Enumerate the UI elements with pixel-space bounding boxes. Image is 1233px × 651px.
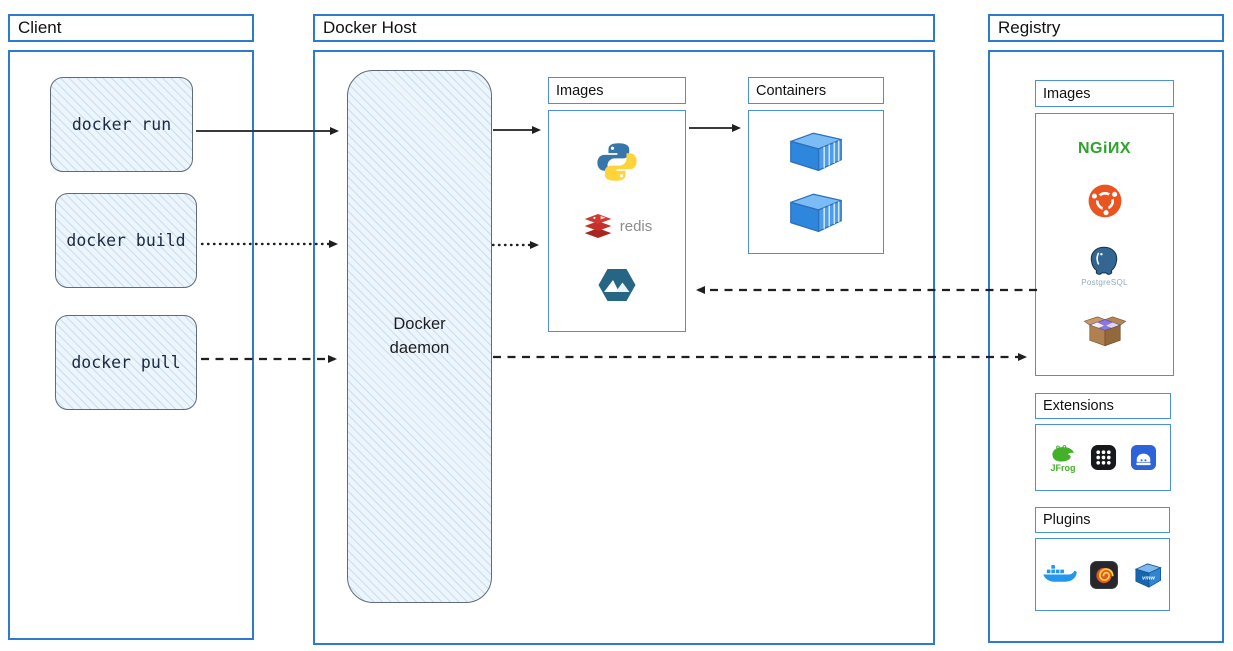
server-extension-icon xyxy=(1130,444,1157,471)
postgresql-logo-block: PostgreSQL xyxy=(1081,245,1128,287)
containers-panel xyxy=(748,110,884,254)
client-title: Client xyxy=(8,14,254,42)
extensions-title: Extensions xyxy=(1035,393,1171,419)
plugins-title: Plugins xyxy=(1035,507,1170,533)
docker-daemon-label: Docker daemon xyxy=(389,315,450,357)
host-images-title: Images xyxy=(548,77,686,104)
command-box-docker-build: docker build xyxy=(55,193,197,288)
command-box-docker-run: docker run xyxy=(50,77,193,172)
registry-title-label: Registry xyxy=(998,18,1061,37)
jfrog-label: JFrog xyxy=(1050,462,1076,473)
docker-whale-icon xyxy=(1043,564,1077,582)
package-box-icon xyxy=(1083,316,1126,347)
host-images-title-label: Images xyxy=(556,82,604,99)
vmware-label: vmw xyxy=(1142,575,1155,581)
docker-run-label: docker run xyxy=(71,115,172,134)
registry-title: Registry xyxy=(988,14,1224,42)
postgresql-icon xyxy=(1091,246,1118,275)
container-icon xyxy=(790,193,842,233)
registry-images-title: Images xyxy=(1035,80,1174,107)
postgresql-label: PostgreSQL xyxy=(1081,277,1128,287)
redis-logo-row: redis xyxy=(582,213,653,240)
docker-pull-label: docker pull xyxy=(71,353,181,372)
registry-images-panel: NGiИX PostgreSQL xyxy=(1035,113,1174,376)
docker-host-title-label: Docker Host xyxy=(323,18,417,37)
jfrog-icon xyxy=(1052,444,1074,461)
host-images-panel: redis xyxy=(548,110,686,332)
jfrog-logo-block: JFrog xyxy=(1049,443,1077,473)
extensions-panel: JFrog xyxy=(1035,424,1171,491)
client-title-label: Client xyxy=(18,18,62,37)
plugins-title-label: Plugins xyxy=(1043,512,1091,528)
docker-build-label: docker build xyxy=(66,231,186,250)
containers-title: Containers xyxy=(748,77,884,104)
grafana-icon xyxy=(1090,560,1118,589)
redis-icon xyxy=(584,213,612,238)
apps-grid-icon xyxy=(1090,444,1117,471)
python-icon xyxy=(597,143,637,181)
command-box-docker-pull: docker pull xyxy=(55,315,197,410)
registry-images-title-label: Images xyxy=(1043,85,1091,102)
nginx-logo: NGiИX xyxy=(1077,139,1132,157)
vmware-icon: vmw xyxy=(1134,562,1162,588)
extensions-title-label: Extensions xyxy=(1043,398,1114,414)
alpine-icon xyxy=(598,269,636,302)
docker-host-title: Docker Host xyxy=(313,14,935,42)
docker-daemon-box: Docker daemon xyxy=(347,70,492,603)
containers-title-label: Containers xyxy=(756,82,827,99)
container-icon xyxy=(790,132,842,171)
plugins-panel: vmw xyxy=(1035,538,1170,611)
ubuntu-icon xyxy=(1088,184,1121,218)
redis-label: redis xyxy=(619,217,653,235)
